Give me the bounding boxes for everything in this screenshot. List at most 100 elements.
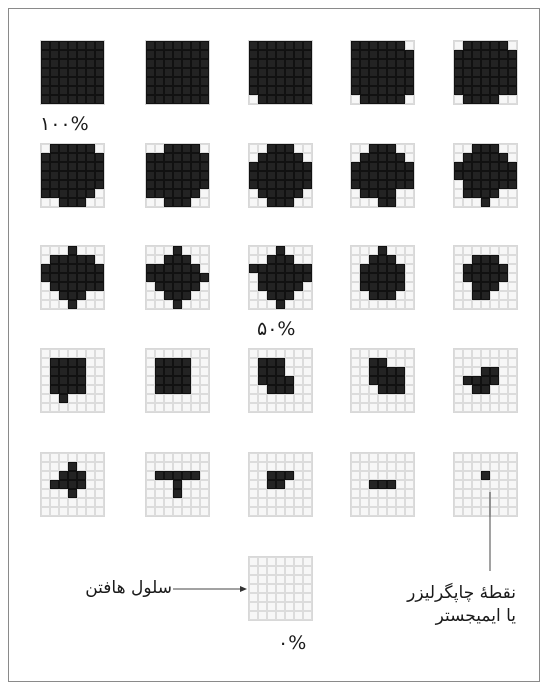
empty-cell — [41, 480, 50, 489]
empty-cell — [294, 198, 303, 207]
empty-cell — [249, 189, 258, 198]
printer-dot — [41, 180, 50, 189]
empty-cell — [155, 349, 164, 358]
printer-dot — [276, 300, 285, 309]
printer-dot — [77, 189, 86, 198]
empty-cell — [155, 462, 164, 471]
printer-dot — [285, 189, 294, 198]
empty-cell — [303, 282, 312, 291]
printer-dot — [59, 282, 68, 291]
empty-cell — [454, 144, 463, 153]
empty-cell — [454, 507, 463, 516]
printer-dot — [285, 385, 294, 394]
empty-cell — [249, 453, 258, 462]
empty-cell — [387, 507, 396, 516]
empty-cell — [369, 385, 378, 394]
empty-cell — [378, 453, 387, 462]
empty-cell — [508, 471, 517, 480]
empty-cell — [258, 144, 267, 153]
empty-cell — [146, 462, 155, 471]
empty-cell — [454, 403, 463, 412]
halftone-cell-16 — [40, 348, 105, 413]
empty-cell — [360, 376, 369, 385]
printer-dot — [508, 59, 517, 68]
empty-cell — [267, 566, 276, 575]
printer-dot — [41, 50, 50, 59]
empty-cell — [146, 367, 155, 376]
printer-dot — [267, 255, 276, 264]
empty-cell — [164, 394, 173, 403]
printer-dot — [285, 77, 294, 86]
empty-cell — [499, 462, 508, 471]
printer-dot — [405, 68, 414, 77]
empty-cell — [490, 385, 499, 394]
empty-cell — [41, 144, 50, 153]
printer-dot — [276, 385, 285, 394]
empty-cell — [369, 507, 378, 516]
printer-dot — [508, 162, 517, 171]
printer-dot — [191, 273, 200, 282]
printer-dot — [77, 95, 86, 104]
empty-cell — [396, 489, 405, 498]
empty-cell — [508, 367, 517, 376]
empty-cell — [294, 394, 303, 403]
empty-cell — [303, 376, 312, 385]
printer-dot — [369, 144, 378, 153]
printer-dot — [481, 171, 490, 180]
printer-dot — [68, 171, 77, 180]
printer-dot — [191, 50, 200, 59]
printer-dot — [360, 282, 369, 291]
printer-dot — [396, 171, 405, 180]
printer-dot — [481, 385, 490, 394]
printer-dot — [95, 68, 104, 77]
empty-cell — [249, 575, 258, 584]
printer-dot — [95, 41, 104, 50]
empty-cell — [77, 246, 86, 255]
empty-cell — [164, 480, 173, 489]
empty-cell — [200, 264, 209, 273]
empty-cell — [276, 403, 285, 412]
printer-dot — [396, 282, 405, 291]
printer-dot — [41, 171, 50, 180]
empty-cell — [258, 611, 267, 620]
empty-cell — [95, 480, 104, 489]
printer-dot — [68, 41, 77, 50]
printer-dot — [164, 95, 173, 104]
printer-dot — [182, 291, 191, 300]
empty-cell — [249, 566, 258, 575]
empty-cell — [258, 471, 267, 480]
empty-cell — [387, 300, 396, 309]
printer-dot — [294, 171, 303, 180]
empty-cell — [387, 462, 396, 471]
empty-cell — [481, 453, 490, 462]
empty-cell — [351, 300, 360, 309]
empty-cell — [59, 246, 68, 255]
printer-dot — [50, 358, 59, 367]
printer-dot — [351, 41, 360, 50]
empty-cell — [41, 507, 50, 516]
printer-dot — [454, 171, 463, 180]
printer-dot — [68, 162, 77, 171]
empty-cell — [369, 300, 378, 309]
printer-dot — [481, 198, 490, 207]
empty-cell — [490, 394, 499, 403]
printer-dot — [59, 153, 68, 162]
empty-cell — [490, 489, 499, 498]
printer-dot — [463, 264, 472, 273]
empty-cell — [463, 403, 472, 412]
printer-dot — [155, 171, 164, 180]
printer-dot — [173, 144, 182, 153]
empty-cell — [490, 462, 499, 471]
printer-dot — [249, 171, 258, 180]
printer-dot — [351, 180, 360, 189]
printer-dot — [472, 273, 481, 282]
printer-dot — [285, 180, 294, 189]
printer-dot — [173, 198, 182, 207]
empty-cell — [276, 611, 285, 620]
empty-cell — [303, 394, 312, 403]
empty-cell — [499, 471, 508, 480]
empty-cell — [351, 264, 360, 273]
empty-cell — [258, 498, 267, 507]
empty-cell — [378, 462, 387, 471]
empty-cell — [249, 246, 258, 255]
